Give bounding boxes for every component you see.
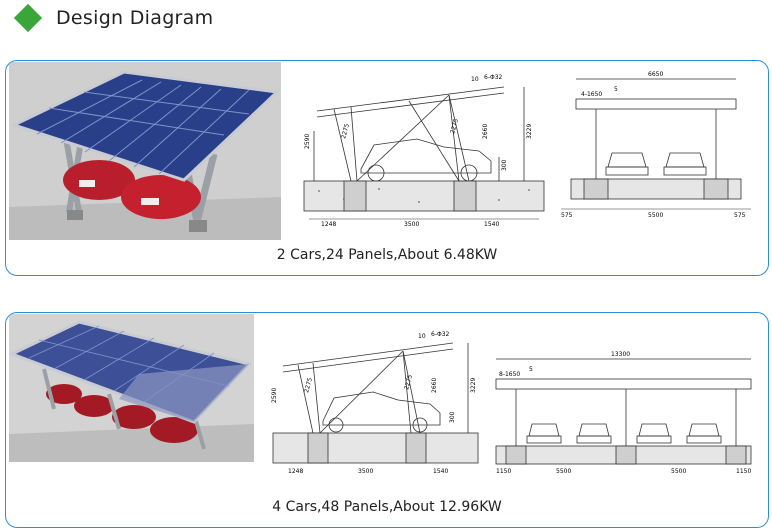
front-r-dim: 575 — [734, 212, 746, 219]
diamond-icon — [13, 3, 43, 33]
dim-h4: 2660 — [431, 378, 438, 393]
dim-h3: 2275 — [449, 118, 460, 135]
dim-h3: 2275 — [403, 374, 414, 391]
carport-photo-2-cars — [9, 62, 281, 240]
dim-d1: 10 — [471, 76, 479, 83]
dim-d2: 6-Φ32 — [484, 74, 503, 81]
front-sub-dim: 4-1650 — [581, 91, 602, 98]
dim-h5: 3229 — [470, 378, 477, 393]
carport-photo-4-cars — [9, 314, 254, 462]
front-m2-dim: 5500 — [671, 468, 686, 475]
front-n-dim: 5 — [614, 86, 618, 93]
front-view-drawing-2: 13300 8-1650 5 1150 5500 5500 1150 — [495, 351, 751, 475]
design-card-2-cars: 10 6-Φ32 2590 2275 2275 2660 3229 300 12… — [5, 60, 769, 276]
caption-4-cars: 4 Cars,48 Panels,About 12.96KW — [272, 499, 502, 515]
front-view-drawing-1: 6650 4-1650 5 575 5500 575 — [561, 71, 751, 219]
side-view-drawing-1: 10 6-Φ32 2590 2275 2275 2660 3229 300 12… — [303, 74, 545, 228]
dim-h1: 2590 — [271, 388, 278, 403]
dim-d2: 6-Φ32 — [431, 331, 450, 338]
front-n-dim: 5 — [529, 366, 533, 373]
dim-w3: 1540 — [484, 221, 499, 228]
side-view-drawing-2: 10 6-Φ32 2590 2275 2275 2660 3229 300 12… — [271, 331, 479, 475]
front-l-dim: 1150 — [496, 468, 511, 475]
dim-h6: 300 — [449, 411, 456, 423]
front-r-dim: 1150 — [736, 468, 751, 475]
dim-h6: 300 — [501, 159, 508, 171]
front-m-dim: 5500 — [648, 212, 663, 219]
design-card-4-cars: 10 6-Φ32 2590 2275 2275 2660 3229 300 12… — [5, 312, 769, 528]
dim-w1: 1248 — [321, 221, 336, 228]
dim-w2: 3500 — [404, 221, 419, 228]
dim-h2: 2275 — [340, 123, 351, 140]
front-sub-dim: 8-1650 — [499, 371, 520, 378]
front-top-dim: 6650 — [648, 71, 663, 78]
section-header: Design Diagram — [10, 3, 214, 33]
section-title: Design Diagram — [56, 7, 214, 29]
dim-w1: 1248 — [288, 468, 303, 475]
dim-d1: 10 — [418, 333, 426, 340]
front-top-dim: 13300 — [611, 351, 630, 358]
dim-h2: 2275 — [303, 377, 314, 394]
caption-2-cars: 2 Cars,24 Panels,About 6.48KW — [276, 247, 498, 263]
dim-w2: 3500 — [358, 468, 373, 475]
dim-w3: 1540 — [433, 468, 448, 475]
dim-h1: 2590 — [304, 134, 311, 149]
dim-h5: 3229 — [526, 124, 533, 139]
front-m1-dim: 5500 — [556, 468, 571, 475]
front-l-dim: 575 — [561, 212, 573, 219]
dim-h4: 2660 — [482, 124, 489, 139]
